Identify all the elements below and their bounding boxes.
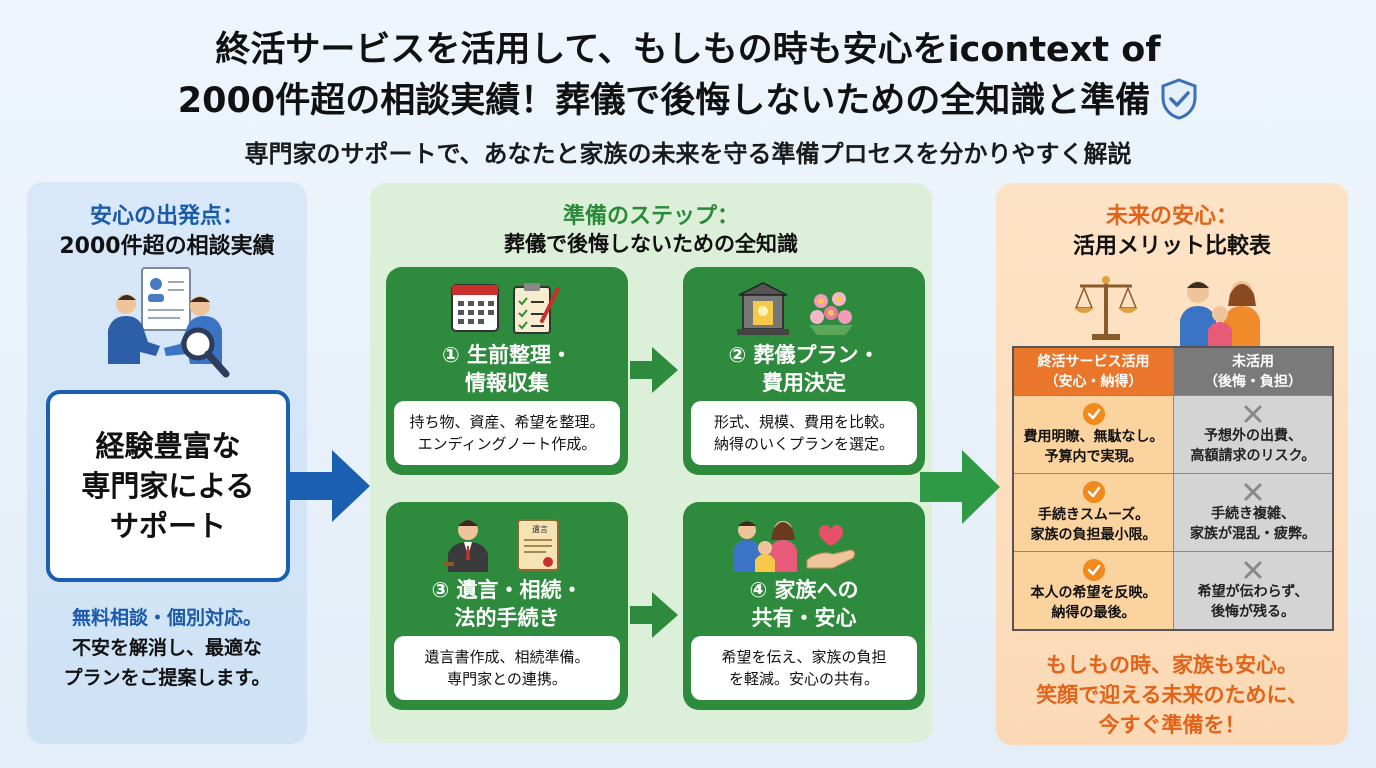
step-4-title-line1: ④ 家族への (749, 578, 859, 602)
right-heading-main: 活用メリット比較表 (1072, 234, 1271, 259)
step-4-title: ④ 家族への 共有・安心 (683, 576, 925, 632)
step-1-body: 持ち物、資産、希望を整理。 エンディングノート作成。 (394, 401, 620, 465)
cross-icon (1244, 561, 1262, 578)
consultation-handshake-icon (108, 267, 230, 378)
table-header-unuse-line1: 未活用 (1232, 353, 1274, 370)
row-1-unuse-line1: 予想外の出費、 (1204, 427, 1302, 444)
step-3-body-line2: 専門家との連携。 (447, 670, 567, 688)
family-heart-icon (733, 521, 856, 572)
row-2-use-line2: 家族の負担最小限。 (1030, 526, 1157, 543)
step-3-title: ③ 遺言・相続・ 法的手続き (386, 576, 628, 632)
table-row-1-use: 費用明瞭、無駄なし。 予算内で実現。 (1014, 396, 1174, 474)
arrow-right-green-small-icon-1 (630, 347, 678, 393)
table-header-unuse: 未活用 （後悔・負担） (1174, 348, 1332, 396)
step-1-title-line2: 情報収集 (465, 371, 549, 395)
page-title-line2: 2000件超の相談実績！葬儀で後悔しないための全知識と準備 (0, 78, 1376, 123)
cross-icon (1244, 405, 1262, 422)
expert-box-line1: 経験豊富な (95, 429, 241, 463)
left-heading-accent: 安心の出発点： (89, 204, 244, 229)
step-4-body-line2: を軽減。安心の共有。 (728, 670, 879, 688)
step-card-4: ④ 家族への 共有・安心 希望を伝え、家族の負担 を軽減。安心の共有。 (683, 502, 925, 710)
row-3-unuse-line2: 後悔が残る。 (1211, 603, 1295, 620)
middle-heading-accent: 準備のステップ： (562, 204, 739, 229)
step-2-title-line1: ② 葬儀プラン・ (728, 343, 880, 367)
row-1-unuse-line2: 高額請求のリスク。 (1190, 447, 1316, 464)
table-row-1-unuse: 予想外の出費、 高額請求のリスク。 (1174, 396, 1332, 474)
step-1-title: ① 生前整理・ 情報収集 (386, 341, 628, 397)
left-foot-accent: 無料相談・個別対応。 (71, 607, 262, 629)
row-1-use-line1: 費用明瞭、無駄なし。 (1023, 428, 1164, 445)
row-3-use-line1: 本人の希望を反映。 (1030, 584, 1157, 601)
page-title-line2-text: 2000件超の相談実績！葬儀で後悔しないための全知識と準備 (177, 81, 1151, 121)
row-2-unuse-line1: 手続き複雑、 (1211, 505, 1295, 522)
step-card-3: 遺言 ③ 遺言・相続・ 法的手続き 遺言書作成、相続準備。 専門家との連携。 (386, 502, 628, 710)
step-2-body-line2: 納得のいくプランを選定。 (713, 435, 894, 453)
step-4-body-line1: 希望を伝え、家族の負担 (721, 648, 887, 666)
cross-icon (1244, 483, 1262, 500)
step-2-body-line1: 形式、規模、費用を比較。 (713, 413, 894, 431)
expert-box-line3: サポート (109, 509, 226, 543)
step-1-body-line2: エンディングノート作成。 (417, 435, 597, 453)
row-1-use-line2: 予算内で実現。 (1044, 448, 1143, 465)
step-3-body: 遺言書作成、相続準備。 専門家との連携。 (394, 636, 620, 700)
middle-heading-main: 葬儀で後悔しないための全知識 (504, 232, 798, 256)
right-foot-line1: もしもの時、家族も安心。 (1046, 653, 1298, 677)
step-4-body: 希望を伝え、家族の負担 を軽減。安心の共有。 (691, 636, 917, 700)
comparison-table: 終活サービス活用 （安心・納得） 未活用 （後悔・負担） 費用明瞭、無駄なし。 … (1012, 346, 1334, 631)
left-heading-main: 2000件超の相談実績 (59, 234, 275, 259)
page-title-line1: 終活サービスを活用して、もしもの時も安心をicontext of (215, 30, 1161, 70)
row-3-use-line2: 納得の最後。 (1051, 604, 1136, 621)
step-2-body: 形式、規模、費用を比較。 納得のいくプランを選定。 (691, 401, 917, 465)
step-3-title-line2: 法的手続き (454, 606, 560, 630)
step-2-title: ② 葬儀プラン・ 費用決定 (683, 341, 925, 397)
step-card-2: ② 葬儀プラン・ 費用決定 形式、規模、費用を比較。 納得のいくプランを選定。 (683, 267, 925, 475)
table-header-use: 終活サービス活用 （安心・納得） (1014, 348, 1174, 396)
check-circle-icon (1082, 402, 1105, 425)
altar-flowers-icon (737, 282, 853, 335)
table-row-2-unuse: 手続き複雑、 家族が混乱・疲弊。 (1174, 474, 1332, 552)
expert-support-box: 経験豊富な 専門家による サポート (46, 390, 290, 582)
scale-family-icon (1074, 276, 1260, 346)
page-subtitle: 専門家のサポートで、あなたと家族の未来を守る準備プロセスを分かりやすく解説 (244, 140, 1132, 168)
right-foot-line3: 今すぐ準備を！ (1098, 713, 1246, 737)
step-card-1: ① 生前整理・ 情報収集 持ち物、資産、希望を整理。 エンディングノート作成。 (386, 267, 628, 475)
step-3-title-line1: ③ 遺言・相続・ (431, 578, 583, 602)
step-1-title-line1: ① 生前整理・ (441, 343, 573, 367)
row-3-unuse-line1: 希望が伝わらず、 (1197, 583, 1309, 600)
arrow-right-green-small-icon-2 (630, 592, 678, 638)
row-2-use-line1: 手続きスムーズ。 (1037, 506, 1150, 523)
arrow-right-blue-icon (288, 450, 370, 522)
table-header-unuse-line2: （後悔・負担） (1204, 373, 1302, 390)
calendar-checklist-icon (451, 283, 560, 334)
left-foot-line3: プランをご提案します。 (63, 667, 271, 689)
right-foot-line2: 笑顔で迎える未来のために、 (1036, 683, 1308, 707)
step-3-body-line1: 遺言書作成、相続準備。 (424, 648, 590, 666)
step-4-title-line2: 共有・安心 (751, 606, 857, 630)
shield-check-icon (1161, 78, 1197, 120)
svg-text:遺言: 遺言 (532, 524, 548, 534)
arrow-right-green-icon (920, 450, 1000, 524)
lawyer-will-icon: 遺言 (444, 519, 559, 572)
table-header-use-line1: 終活サービス活用 (1037, 353, 1150, 370)
table-header-use-line2: （安心・納得） (1044, 373, 1143, 390)
step-1-body-line1: 持ち物、資産、希望を整理。 (409, 413, 605, 431)
table-row-2-use: 手続きスムーズ。 家族の負担最小限。 (1014, 474, 1174, 552)
expert-box-line2: 専門家による (81, 469, 255, 503)
row-2-unuse-line2: 家族が混乱・疲弊。 (1190, 525, 1316, 542)
check-circle-icon (1082, 558, 1105, 581)
step-2-title-line2: 費用決定 (762, 371, 846, 395)
table-row-3-unuse: 希望が伝わらず、 後悔が残る。 (1174, 552, 1332, 629)
left-foot-line2: 不安を解消し、最適な (71, 637, 262, 659)
table-row-3-use: 本人の希望を反映。 納得の最後。 (1014, 552, 1174, 629)
right-heading-accent: 未来の安心： (1105, 204, 1238, 229)
check-circle-icon (1082, 480, 1105, 503)
